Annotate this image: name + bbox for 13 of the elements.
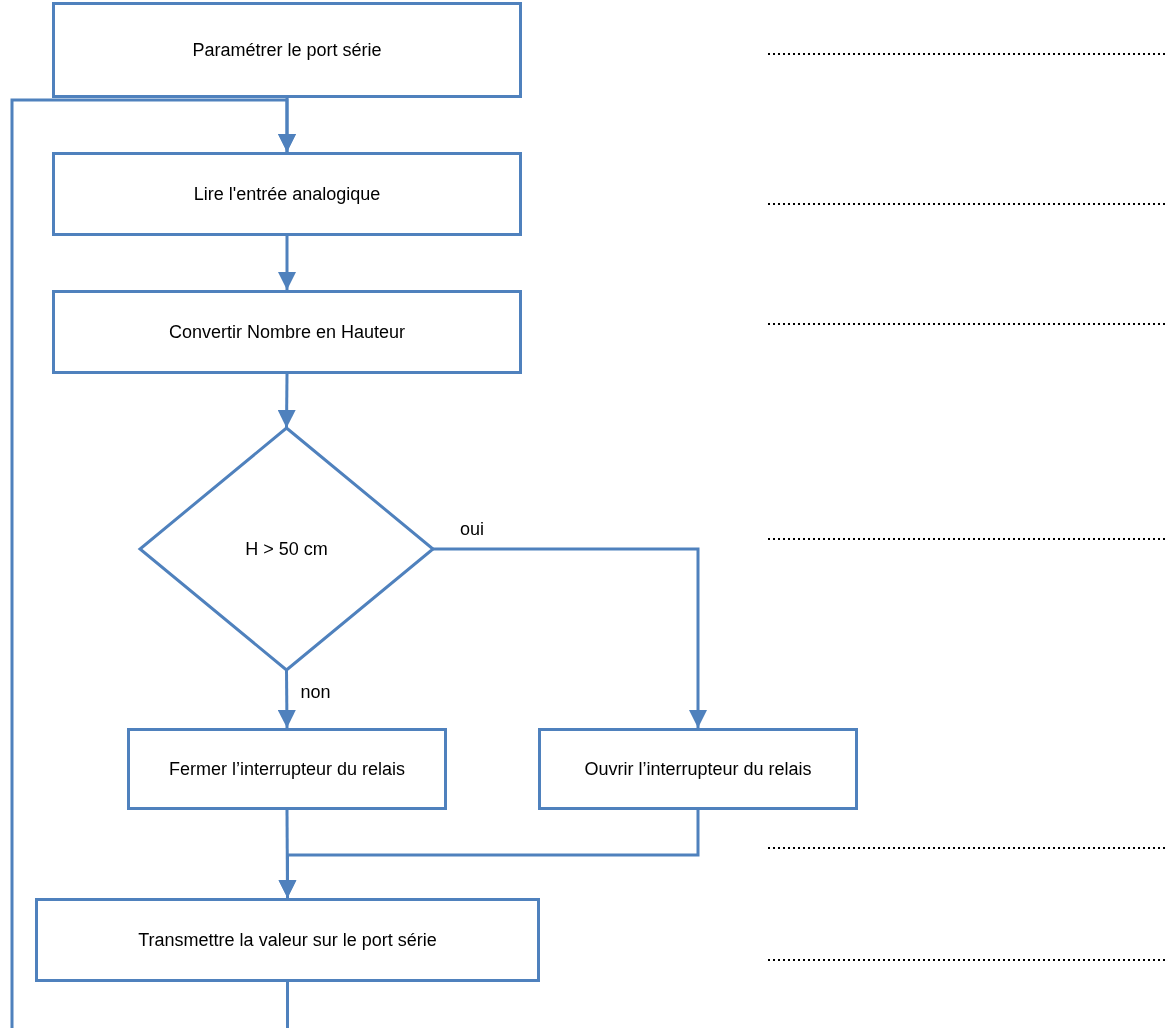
process-box: Paramétrer le port série — [52, 2, 522, 98]
arrow — [277, 374, 296, 428]
process-box: Ouvrir l’interrupteur du relais — [538, 728, 858, 810]
arrow — [10, 98, 296, 1028]
process-box: Transmettre la valeur sur le port série — [35, 898, 540, 982]
process-box: Fermer l’interrupteur du relais — [127, 728, 447, 810]
process-box: Convertir Nombre en Hauteur — [52, 290, 522, 374]
process-box: Lire l'entrée analogique — [52, 152, 522, 236]
arrow — [278, 236, 296, 290]
decision-text: H > 50 cm — [245, 537, 328, 561]
arrow — [277, 670, 296, 728]
arrow — [433, 547, 707, 728]
arrow — [278, 810, 700, 898]
